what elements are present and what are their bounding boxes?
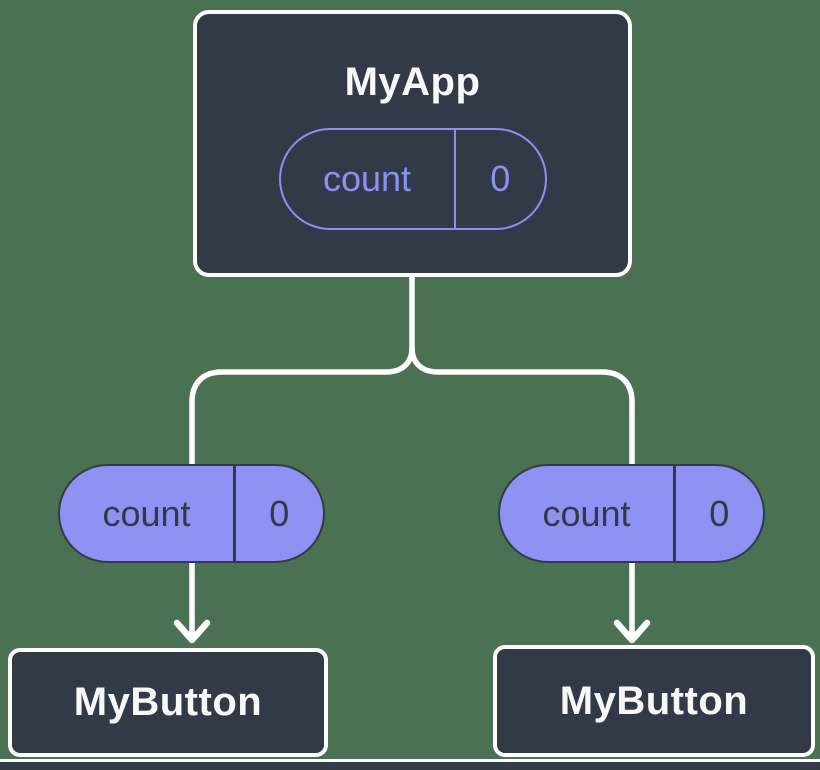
connector-branch-left — [189, 345, 415, 467]
prop-value-label: 0 — [269, 492, 290, 534]
prop-name-label: count — [542, 492, 631, 534]
state-value-label: 0 — [490, 158, 511, 199]
bottom-section-edge — [0, 759, 820, 770]
prop-pill-right: count 0 — [498, 464, 765, 563]
node-mybutton-right-title: MyButton — [559, 678, 749, 723]
node-myapp-title: MyApp — [344, 60, 481, 104]
pill-divider — [673, 466, 676, 561]
prop-value-label: 0 — [709, 492, 730, 534]
node-myapp: MyApp count 0 — [193, 10, 632, 277]
pill-divider — [453, 130, 456, 228]
prop-pill-left: count 0 — [58, 464, 325, 563]
connector-branch-right — [409, 345, 635, 467]
state-pill-root: count 0 — [278, 128, 547, 230]
arrow-right-head-icon — [613, 619, 651, 644]
node-mybutton-left: MyButton — [8, 648, 328, 757]
state-name-label: count — [322, 158, 412, 199]
node-mybutton-right: MyButton — [493, 645, 815, 757]
prop-name-label: count — [102, 492, 191, 534]
pill-divider — [233, 466, 236, 561]
arrow-left-head-icon — [173, 619, 211, 644]
node-mybutton-left-title: MyButton — [73, 680, 263, 724]
